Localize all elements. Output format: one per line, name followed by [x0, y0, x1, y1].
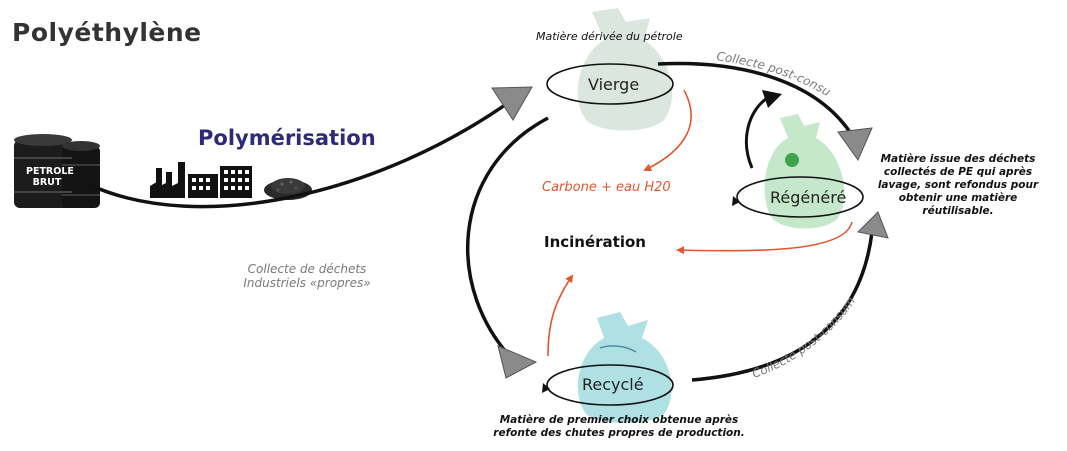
regenere-bag-icon: [764, 114, 845, 229]
flow-recycle-to-regenere: [691, 231, 874, 382]
vierge-description: Matière dérivée du pétrole: [536, 30, 683, 43]
flow-arrow-head-recycle: [497, 345, 538, 379]
recycle-node-ring: [546, 364, 674, 406]
regenere-description: Matière issue des déchets collectés de P…: [877, 153, 1039, 217]
vierge-bag-icon: [577, 8, 673, 131]
flow-petrole-to-vierge: [89, 96, 517, 209]
recycle-description: Matière de premier choix obtenue après r…: [493, 414, 745, 439]
regenere-node-label: Régénéré: [770, 188, 847, 207]
collecte-bottom-label: Collecte post-consum: [750, 294, 858, 381]
incineration-label: Incinération: [544, 233, 646, 251]
flow-regenere-loop: [744, 94, 771, 169]
page-title: Polyéthylène: [12, 18, 202, 47]
collecte-industriels-label: Collecte de déchets Industriels «propres…: [243, 262, 371, 290]
process-label: Polymérisation: [198, 126, 376, 150]
flow-recycle-to-incineration: [547, 274, 574, 357]
collecte-top-label: Collecte post-consum: [0, 0, 833, 99]
regenere-node-ring: [736, 176, 864, 218]
flow-arrow-head-vierge: [491, 86, 533, 121]
flow-vierge-to-carbone: [643, 89, 692, 171]
flow-arrow-head-regenere-bottom: [856, 211, 889, 239]
flow-vierge-to-recycle: [466, 116, 549, 364]
vierge-node-ring: [546, 63, 674, 105]
factory-icon: [150, 162, 252, 198]
flow-arrow-head-regenere-top: [837, 127, 873, 162]
flow-vierge-to-regenere: [657, 61, 857, 141]
oil-barrels-icon: [14, 134, 100, 208]
recycle-node-label: Recyclé: [582, 375, 644, 394]
carbone-output-label: Carbone + eau H20: [542, 180, 671, 195]
recycle-bag-icon: [577, 312, 672, 423]
barrel-label: PETROLE BRUT: [26, 166, 74, 188]
flow-regenere-to-incineration: [676, 221, 853, 255]
vierge-node-label: Vierge: [588, 75, 640, 94]
